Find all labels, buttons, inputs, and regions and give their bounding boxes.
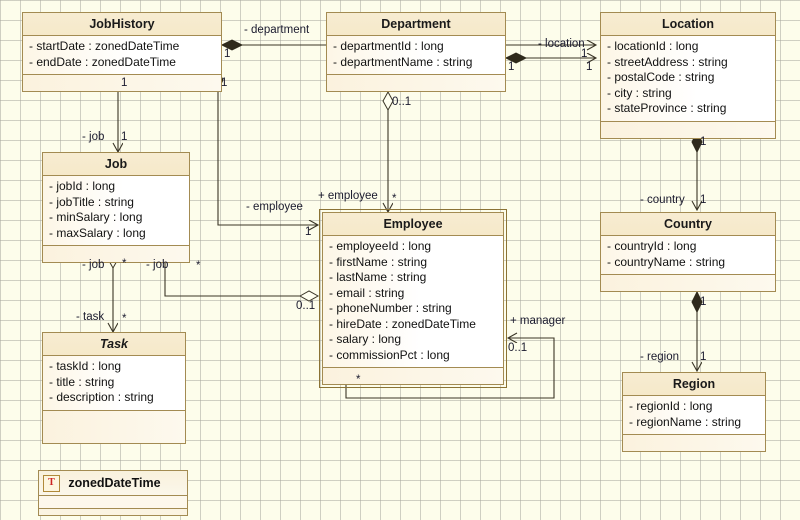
class-department[interactable]: Department - departmentId : long - depar… <box>326 12 506 92</box>
mult-employee-job-source: * <box>196 260 201 272</box>
attribute: - taskId : long <box>49 359 122 373</box>
mult-employee-self: * <box>356 374 361 386</box>
class-title-employee: Employee <box>323 213 503 236</box>
class-attributes-location: - locationId : long - streetAddress : st… <box>601 36 775 122</box>
datatype-header: T zonedDateTime <box>39 471 187 496</box>
attribute: - phoneNumber : string <box>329 301 452 315</box>
edge-label-task: - task <box>76 311 105 323</box>
mult-jobhistory-department-target: 1 <box>581 48 588 60</box>
class-job[interactable]: Job - jobId : long - jobTitle : string -… <box>42 152 190 263</box>
class-operations-job <box>43 246 189 262</box>
class-operations-department <box>327 75 505 91</box>
class-attributes-jobhistory: - startDate : zonedDateTime - endDate : … <box>23 36 221 75</box>
attribute: - countryName : string <box>607 254 726 269</box>
attribute: - title : string <box>49 374 115 389</box>
class-operations-jobhistory <box>23 75 221 91</box>
mult-department-employee-target: * <box>392 193 397 205</box>
attribute: - departmentId : long <box>333 39 444 53</box>
class-title-job: Job <box>43 153 189 176</box>
attribute: - jobTitle : string <box>49 194 134 209</box>
mult-job-task-source: * <box>122 258 127 270</box>
attribute: - regionId : long <box>629 399 713 413</box>
edge-label-location: - location <box>538 38 585 50</box>
attribute: - employeeId : long <box>329 239 432 253</box>
edge-label-region: - region <box>640 351 679 363</box>
class-attributes-region: - regionId : long - regionName : string <box>623 396 765 435</box>
class-country[interactable]: Country - countryId : long - countryName… <box>600 212 776 292</box>
class-employee[interactable]: Employee - employeeId : long - firstName… <box>319 209 507 388</box>
mult-task-target: * <box>122 313 127 325</box>
mult-employee-job-target: 0..1 <box>296 300 316 312</box>
class-attributes-task: - taskId : long - title : string - descr… <box>43 356 185 411</box>
attribute: - departmentName : string <box>333 54 473 69</box>
attribute: - regionName : string <box>629 414 742 429</box>
attribute: - city : string <box>607 85 672 100</box>
mult-department-employee-source: 0..1 <box>392 96 412 108</box>
mult-jobhistory-employee-target: 1 <box>305 226 312 238</box>
class-operations-location <box>601 121 775 138</box>
class-title-jobhistory: JobHistory <box>23 13 221 36</box>
attribute: - description : string <box>49 390 154 404</box>
edge-label-country: - country <box>640 194 685 206</box>
edge-label-department: - department <box>244 24 310 36</box>
attribute: - commissionPct : long <box>329 347 450 362</box>
attribute: - stateProvince : string <box>607 101 727 115</box>
attribute: - endDate : zonedDateTime <box>29 54 176 69</box>
mult-country-region-target: 1 <box>700 351 707 363</box>
mult-department-location-source: 1 <box>508 61 515 73</box>
attribute: - salary : long <box>329 332 402 346</box>
attribute: - maxSalary : long <box>49 225 146 240</box>
edge-label-manager: + manager <box>510 315 566 327</box>
edge-label-job-right: - job <box>146 259 169 271</box>
mult-department-location-target: 1 <box>586 61 593 73</box>
datatype-icon: T <box>43 474 60 492</box>
datatype-name: zonedDateTime <box>68 476 161 490</box>
attribute: - hireDate : zonedDateTime <box>329 316 476 331</box>
mult-jobhistory-job-target: 1 <box>121 131 128 143</box>
datatype-operations <box>39 509 187 515</box>
mult-jobhistory-department-source: 1 <box>224 48 231 60</box>
edge-label-job-left: - job <box>82 259 105 271</box>
class-operations-country <box>601 275 775 291</box>
mult-location-country-target: 1 <box>700 194 707 206</box>
class-attributes-country: - countryId : long - countryName : strin… <box>601 236 775 275</box>
attribute: - jobId : long <box>49 179 116 193</box>
attribute: - firstName : string <box>329 254 428 269</box>
attribute: - postalCode : string <box>607 70 715 84</box>
class-location[interactable]: Location - locationId : long - streetAdd… <box>600 12 776 139</box>
attribute: - countryId : long <box>607 239 697 253</box>
attribute: - lastName : string <box>329 270 427 284</box>
class-title-department: Department <box>327 13 505 36</box>
class-jobhistory[interactable]: JobHistory - startDate : zonedDateTime -… <box>22 12 222 92</box>
edge-label-employee-plus: + employee <box>318 190 378 202</box>
class-title-location: Location <box>601 13 775 36</box>
mult-jobhistory-employee-source: 1 <box>221 77 228 89</box>
class-title-region: Region <box>623 373 765 396</box>
datatype-zoneddatetime[interactable]: T zonedDateTime <box>38 470 188 516</box>
attribute: - locationId : long <box>607 39 699 53</box>
mult-jobhistory-job-source: 1 <box>121 77 128 89</box>
class-title-country: Country <box>601 213 775 236</box>
class-region[interactable]: Region - regionId : long - regionName : … <box>622 372 766 452</box>
class-attributes-employee: - employeeId : long - firstName : string… <box>323 236 503 368</box>
class-attributes-job: - jobId : long - jobTitle : string - min… <box>43 176 189 246</box>
attribute: - minSalary : long <box>49 210 143 224</box>
attribute: - startDate : zonedDateTime <box>29 39 180 53</box>
class-task[interactable]: Task - taskId : long - title : string - … <box>42 332 186 444</box>
class-title-task: Task <box>43 333 185 356</box>
mult-employee-manager: 0..1 <box>508 342 528 354</box>
edge-label-employee: - employee <box>246 201 303 213</box>
datatype-attributes <box>39 496 187 509</box>
edge-label-job-top: - job <box>82 131 105 143</box>
attribute: - streetAddress : string <box>607 54 728 69</box>
class-operations-employee <box>323 368 503 384</box>
attribute: - email : string <box>329 285 405 300</box>
mult-country-region-source: 1 <box>700 296 707 308</box>
mult-location-country-source: 1 <box>700 136 707 148</box>
class-operations-task <box>43 410 185 443</box>
class-operations-region <box>623 435 765 451</box>
class-attributes-department: - departmentId : long - departmentName :… <box>327 36 505 75</box>
